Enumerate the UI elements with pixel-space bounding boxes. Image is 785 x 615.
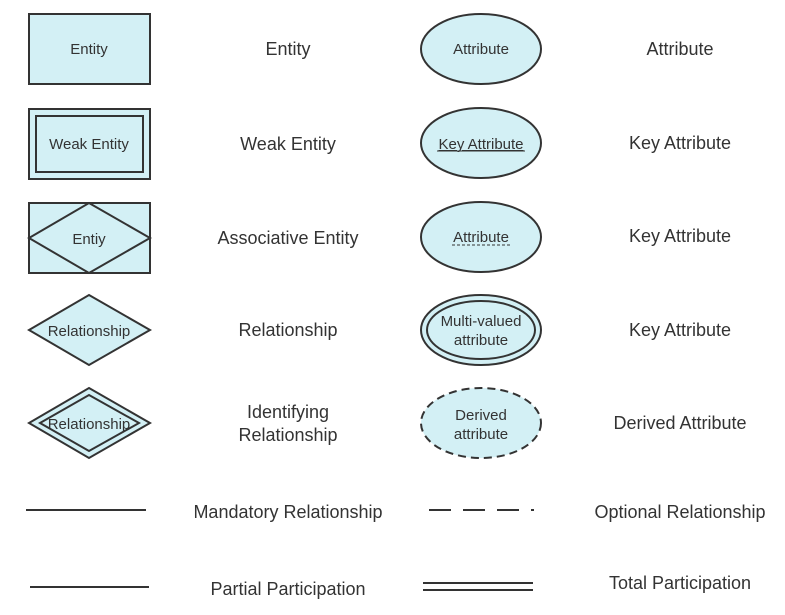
- derived-attribute-text-line1: Derived: [455, 407, 507, 424]
- partial-key-attribute-symbol-text: Attribute: [453, 229, 509, 246]
- multivalued-attribute-text-line2: attribute: [454, 332, 508, 349]
- relationship-label: Relationship: [238, 320, 337, 340]
- entity-label: Entity: [265, 39, 310, 59]
- identifying-relationship-label-line2: Relationship: [238, 425, 337, 445]
- derived-attribute-symbol: Derived attribute: [420, 387, 542, 459]
- relationship-symbol: Relationship: [27, 293, 153, 367]
- partial-key-attribute-label: Key Attribute: [629, 226, 731, 246]
- entity-symbol: Entity: [28, 13, 151, 85]
- identifying-relationship-label-line1: Identifying: [247, 402, 329, 422]
- associative-entity-symbol-text: Entiy: [72, 231, 106, 248]
- multivalued-attribute-label: Key Attribute: [629, 320, 731, 340]
- weak-entity-symbol: Weak Entity: [28, 108, 151, 180]
- total-participation-label: Total Participation: [609, 573, 751, 593]
- identifying-relationship-symbol-text: Relationship: [48, 416, 131, 433]
- partial-key-attribute-symbol: Attribute: [420, 201, 542, 273]
- derived-attribute-text-line2: attribute: [454, 426, 508, 443]
- total-participation-line: [423, 582, 533, 591]
- identifying-relationship-symbol: Relationship: [27, 386, 153, 460]
- multivalued-attribute-text-line1: Multi-valued: [441, 313, 522, 330]
- multivalued-attribute-symbol: Multi-valued attribute: [420, 294, 542, 366]
- attribute-label: Attribute: [646, 39, 713, 59]
- derived-attribute-label: Derived Attribute: [613, 413, 746, 433]
- associative-entity-label: Associative Entity: [217, 228, 358, 248]
- attribute-symbol-text: Attribute: [453, 41, 509, 58]
- entity-symbol-text: Entity: [70, 41, 108, 58]
- mandatory-relationship-label: Mandatory Relationship: [193, 502, 382, 522]
- weak-entity-label: Weak Entity: [240, 134, 336, 154]
- partial-participation-label: Partial Participation: [210, 579, 365, 599]
- associative-entity-symbol: Entiy: [27, 201, 153, 275]
- relationship-symbol-text: Relationship: [48, 323, 131, 340]
- attribute-symbol: Attribute: [420, 13, 542, 85]
- optional-relationship-label: Optional Relationship: [594, 502, 765, 522]
- weak-entity-symbol-text: Weak Entity: [49, 136, 129, 153]
- key-attribute-label: Key Attribute: [629, 133, 731, 153]
- key-attribute-symbol-text: Key Attribute: [438, 136, 523, 153]
- key-attribute-symbol: Key Attribute: [420, 107, 542, 179]
